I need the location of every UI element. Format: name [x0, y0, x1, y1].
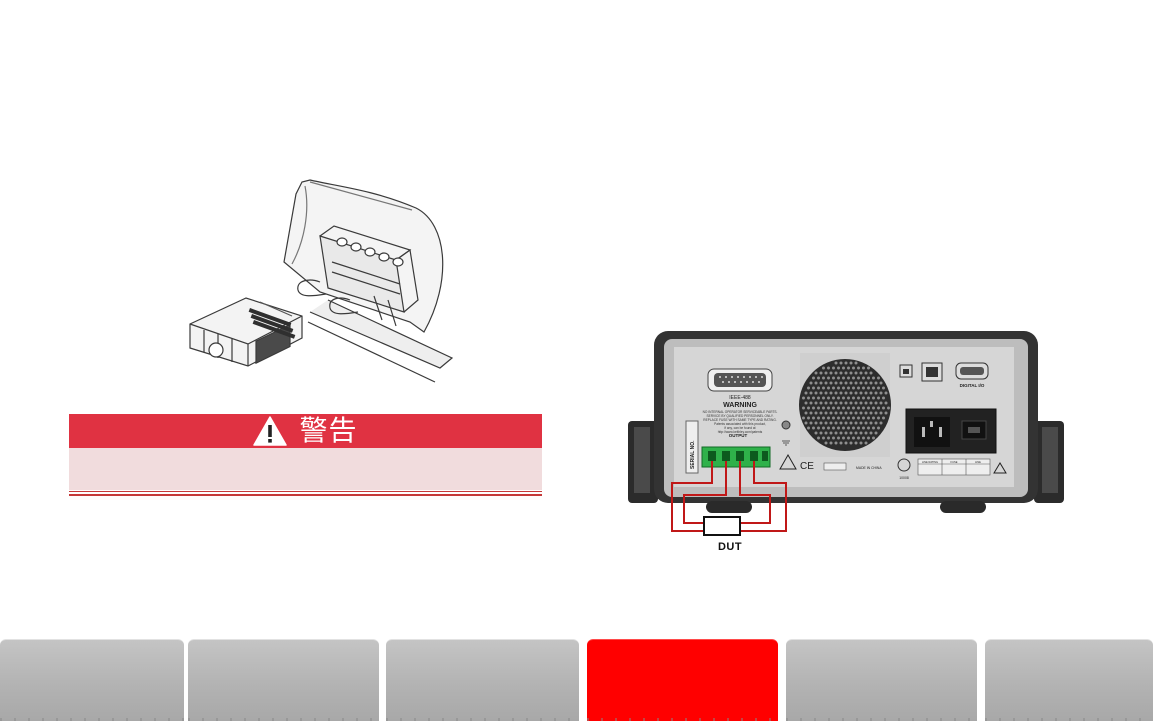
rear-warning-line: if any, can be found at: [724, 426, 755, 430]
cert-label: 10008: [899, 476, 909, 480]
made-in-label: MADE IN CHINA: [856, 466, 882, 470]
rear-warning-line: http://www.keithley.com/patents: [718, 430, 763, 434]
warning-header: 警告: [69, 414, 542, 448]
ce-label: CE: [800, 461, 814, 472]
nav-tab-5[interactable]: [786, 639, 977, 721]
warning-divider: [69, 491, 542, 492]
nav-tab-6[interactable]: [985, 639, 1153, 721]
terminal-block-connector-illustration: [189, 179, 454, 383]
bottom-navigation: [0, 637, 1153, 721]
rear-warning-label: WARNING: [723, 402, 757, 409]
rear-warning-line: REPLACE FUSE WITH SAME TYPE AND RATING.: [703, 418, 776, 422]
ieee-label: IEEE-488: [729, 395, 751, 401]
warning-title: 警告: [299, 414, 358, 447]
line-label: LINE: [975, 460, 981, 464]
line-rating-label: LINE RATING: [922, 460, 938, 464]
rear-warning-line: NO INTERNAL OPERATOR SERVICEABLE PARTS.: [703, 410, 778, 414]
digital-io-label: DIGITAL I/O: [960, 383, 985, 388]
nav-tab-1[interactable]: [0, 639, 184, 721]
rear-warning-line: Patents associated with this product,: [714, 422, 766, 426]
nav-tab-3[interactable]: [386, 639, 579, 721]
serial-label: SERIAL NO.: [690, 440, 696, 469]
warning-box: 警告: [69, 414, 542, 496]
nav-tab-2[interactable]: [188, 639, 379, 721]
rear-warning-line: SERVICE BY QUALIFIED PERSONNEL ONLY.: [707, 414, 774, 418]
warning-divider: [69, 494, 542, 496]
output-label: OUTPUT: [729, 433, 748, 438]
fuse-label: FUSE: [951, 460, 958, 464]
nav-tab-4-active[interactable]: [587, 639, 778, 721]
dut-label: DUT: [717, 541, 743, 553]
rear-panel-illustration: IEEE-488 WARNING NO INTERNAL OPERATOR SE…: [628, 331, 1064, 536]
slide-canvas: 警告 IEEE-488 WARNING NO INTERNAL OPERA: [69, 179, 1064, 553]
warning-triangle-icon: [253, 416, 288, 446]
warning-body: [69, 448, 542, 490]
